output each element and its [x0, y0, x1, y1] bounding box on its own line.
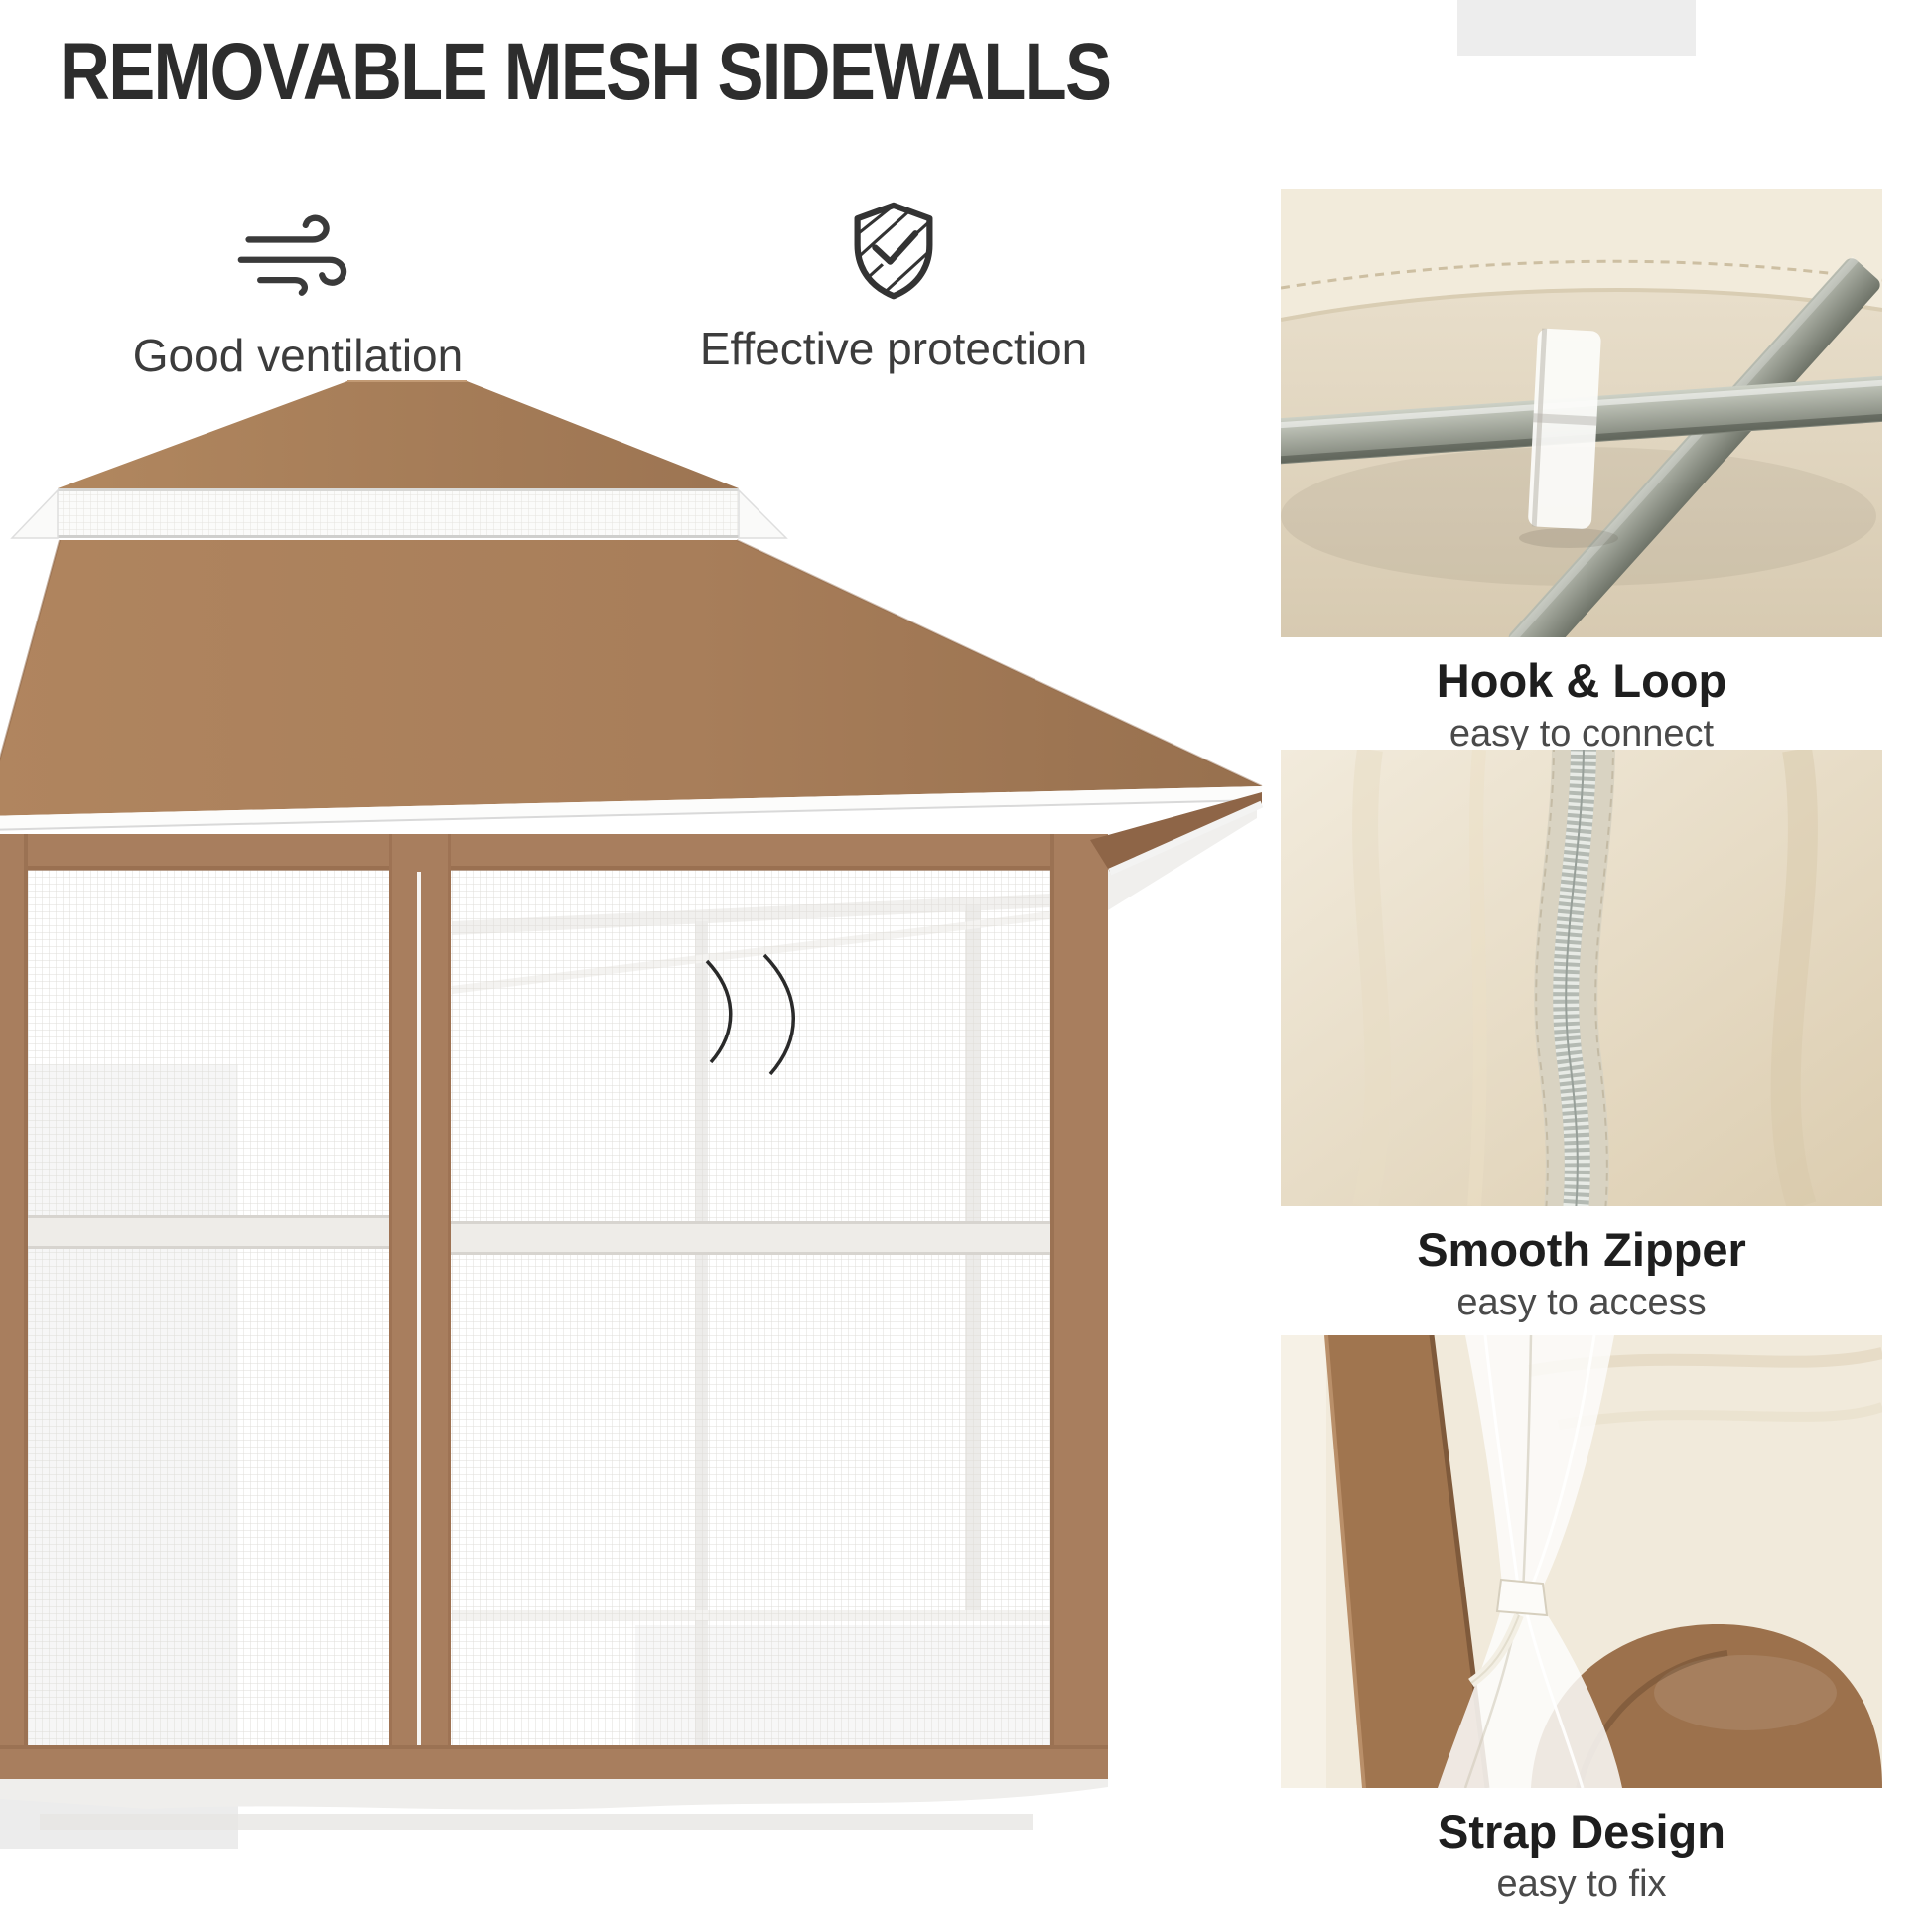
- shield-check-icon: [635, 197, 1152, 306]
- mesh-sidewall-right: [451, 868, 1050, 1745]
- page-title: REMOVABLE MESH SIDEWALLS: [60, 27, 1112, 117]
- callout-subtitle: easy to fix: [1496, 1863, 1667, 1905]
- callout-strap-design: Strap Design easy to fix: [1281, 1335, 1882, 1906]
- callout-title: Strap Design: [1438, 1805, 1725, 1858]
- canopy-top-tier: [10, 380, 788, 539]
- callout-title: Smooth Zipper: [1417, 1223, 1746, 1276]
- zipper: [1534, 750, 1624, 1206]
- diagonal-pole: [1506, 256, 1880, 637]
- canopy-lower-tier: [0, 539, 1264, 876]
- hook-loop-photo: [1281, 189, 1882, 637]
- strap-photo: [1281, 1335, 1882, 1788]
- feature-protection: Effective protection: [635, 197, 1152, 375]
- callout-subtitle: easy to connect: [1449, 713, 1715, 755]
- brown-fabric-corner: [1531, 1624, 1882, 1788]
- tie-cords: [705, 953, 795, 1076]
- wind-icon: [89, 204, 506, 313]
- callout-smooth-zipper: Smooth Zipper easy to access: [1281, 750, 1882, 1324]
- zipper-photo: [1281, 750, 1882, 1206]
- feature-label: Effective protection: [699, 323, 1088, 374]
- mesh-sidewall-left: [26, 868, 389, 1745]
- corner-decor-block: [1457, 0, 1696, 56]
- callout-subtitle: easy to access: [1456, 1282, 1707, 1323]
- hook-loop-strap: [1528, 328, 1601, 529]
- mesh-seams: [26, 1215, 1050, 1255]
- callout-title: Hook & Loop: [1436, 654, 1727, 707]
- feature-ventilation: Good ventilation: [89, 204, 506, 382]
- callout-hook-loop: Hook & Loop easy to connect: [1281, 189, 1882, 756]
- fixing-strap: [1468, 1578, 1549, 1688]
- gazebo-illustration: [0, 369, 1271, 1859]
- feature-label: Good ventilation: [132, 330, 464, 381]
- sidewall-frame: [0, 834, 1108, 1779]
